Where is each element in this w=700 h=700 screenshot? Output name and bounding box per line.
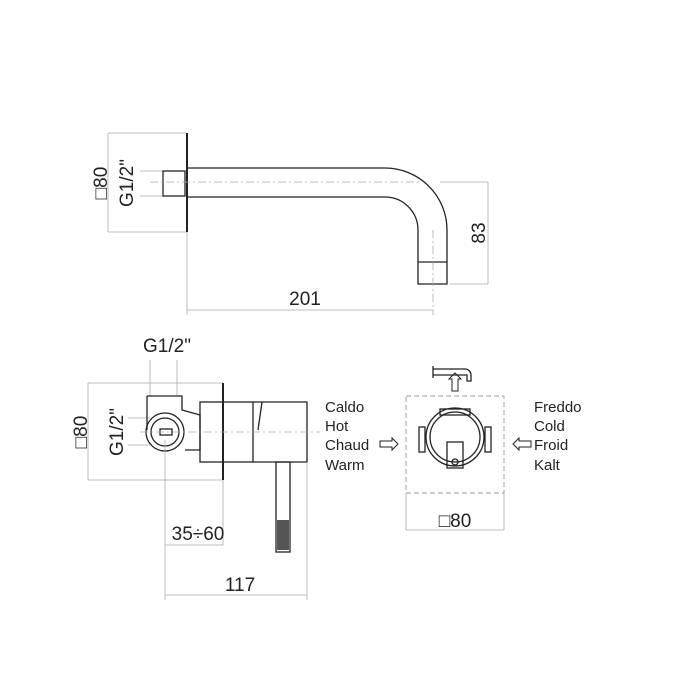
hot-inlet-arrow-icon: [379, 436, 399, 452]
mixer-top-thread: G1/2": [143, 336, 191, 357]
outlet-arrow-icon: [447, 372, 463, 392]
spout-height-dim: 83: [469, 222, 490, 243]
cold-inlet-arrow-icon: [512, 436, 532, 452]
length-dim: 117: [225, 575, 255, 596]
hot-label-en: Hot: [325, 418, 349, 435]
mixer-front-drawing: [405, 366, 505, 531]
cold-label-it: Freddo: [534, 399, 582, 416]
spout-drawing: [107, 132, 489, 315]
hot-label-fr: Chaud: [325, 437, 369, 454]
hot-label-de: Warm: [325, 457, 364, 474]
mixer-side-thread: G1/2": [107, 408, 128, 456]
hot-label-it: Caldo: [325, 399, 364, 416]
spout-thread-label: G1/2": [117, 159, 138, 207]
mixer-side-drawing: [87, 360, 320, 600]
cold-label-de: Kalt: [534, 457, 561, 474]
front-box-size: □80: [439, 511, 472, 532]
spout-length-dim: 201: [289, 289, 321, 310]
cold-label-en: Cold: [534, 418, 565, 435]
spout-flange-label: □80: [91, 167, 112, 200]
cold-label-fr: Froid: [534, 437, 568, 454]
knurled-grip: [277, 520, 289, 550]
depth-dim: 35÷60: [172, 524, 225, 545]
mixer-flange-label: □80: [71, 416, 92, 449]
